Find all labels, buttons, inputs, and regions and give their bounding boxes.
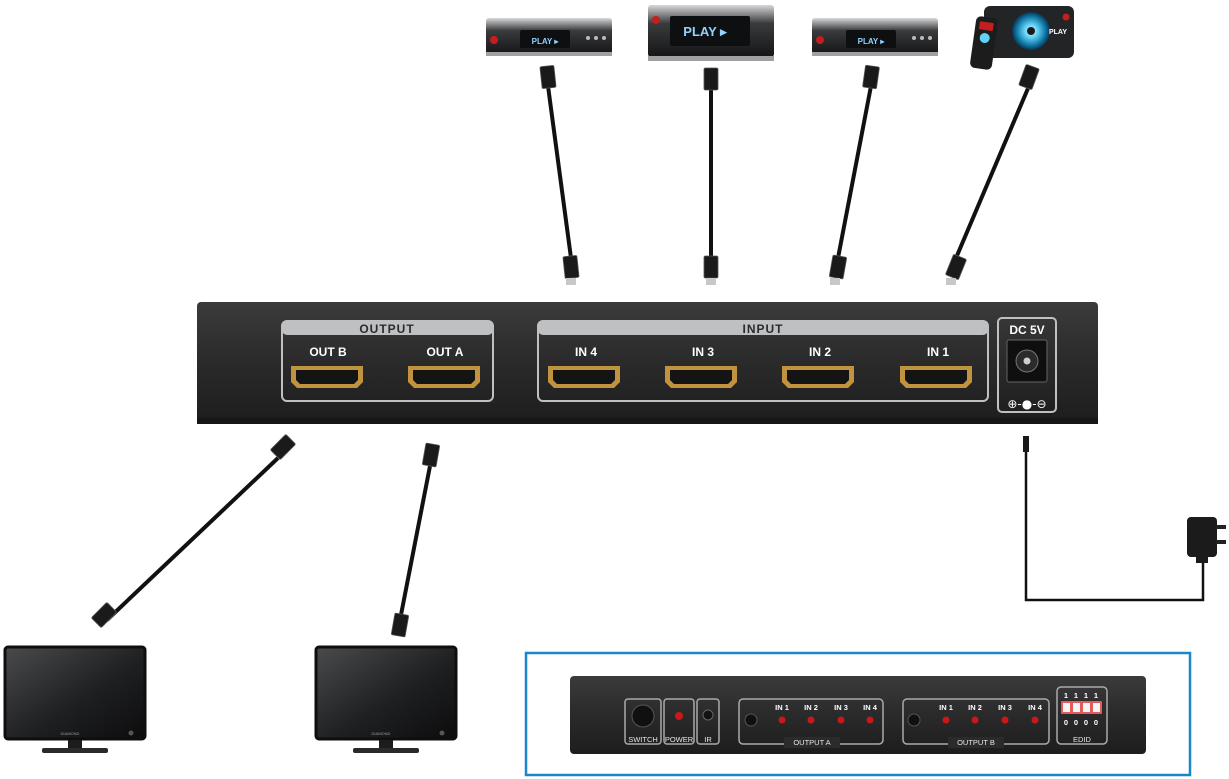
led-indicator (942, 716, 950, 724)
edid-digit: 1 (1074, 691, 1078, 700)
edid-digit: 0 (1084, 718, 1088, 727)
led-label: IN 4 (863, 703, 878, 712)
power-adapter-icon (1187, 517, 1226, 563)
output-cables (105, 456, 432, 622)
out-b-label: OUT B (309, 345, 347, 359)
monitor-brand: DIAMOND (372, 731, 391, 736)
output-a-button[interactable] (744, 713, 758, 727)
led-indicator (1031, 716, 1039, 724)
dc-label: DC 5V (1009, 323, 1044, 337)
hdmi-port-in3[interactable] (665, 366, 737, 388)
hdmi-port-out-a[interactable] (408, 366, 480, 388)
monitor-brand: DIAMOND (61, 731, 80, 736)
output-b-button[interactable] (907, 713, 921, 727)
monitor-power-icon (439, 730, 445, 736)
led-indicator (866, 716, 874, 724)
source-player-2: PLAY ▸ (648, 5, 774, 61)
led-label: IN 3 (998, 703, 1012, 712)
output-a-label: OUTPUT A (793, 738, 830, 747)
edid-dip-switch[interactable] (1061, 701, 1102, 714)
cable-in1 (954, 85, 1031, 259)
ir-group: IR (696, 698, 720, 745)
monitor-1: DIAMOND (3, 645, 147, 753)
hdmi-port-out-b[interactable] (291, 366, 363, 388)
hdmi-plugs-bottom (91, 434, 440, 638)
edid-digit: 0 (1094, 718, 1098, 727)
rear-panel: OUTPUT OUT B OUT A INPUT IN 4 IN 3 IN 2 … (197, 302, 1098, 424)
player-display-text: PLAY (1049, 29, 1067, 36)
power-indicator-group: POWER (663, 698, 695, 745)
edid-digit: 0 (1074, 718, 1078, 727)
power-icon (816, 36, 824, 44)
led-label: IN 3 (834, 703, 848, 712)
output-group-label: OUTPUT (359, 322, 414, 336)
out-a-label: OUT A (427, 345, 464, 359)
output-b-label: OUTPUT B (957, 738, 995, 747)
input-cables (546, 85, 1031, 259)
polarity-icon: ⊕-●-⊖ (1007, 397, 1046, 411)
input-group: INPUT IN 4 IN 3 IN 2 IN 1 (537, 320, 989, 402)
monitor-2: DIAMOND (314, 645, 458, 753)
in2-label: IN 2 (809, 345, 831, 359)
hdmi-plugs-top (539, 64, 1040, 280)
input-group-label: INPUT (743, 322, 784, 336)
switch-label: SWITCH (628, 735, 658, 744)
cable-in4 (546, 85, 573, 259)
edid-digit: 0 (1064, 718, 1068, 727)
dc-power-jack[interactable] (1006, 339, 1048, 383)
output-group: OUTPUT OUT B OUT A (281, 320, 494, 402)
cable-in2 (836, 85, 873, 259)
cable-out-a (398, 465, 432, 621)
led-indicator (778, 716, 786, 724)
in4-label: IN 4 (575, 345, 597, 359)
in3-label: IN 3 (692, 345, 714, 359)
edid-digit: 1 (1094, 691, 1098, 700)
hdmi-port-in4[interactable] (548, 366, 620, 388)
detail-frame (524, 651, 1192, 777)
led-label: IN 2 (968, 703, 982, 712)
player-display-text: PLAY ▸ (858, 37, 886, 46)
led-label: IN 4 (1028, 703, 1043, 712)
power-icon (1062, 13, 1070, 21)
front-panel-detail: SWITCH POWER IR IN 1 IN 2 IN 3 IN 4 OUTP… (524, 651, 1192, 777)
output-a-group: IN 1 IN 2 IN 3 IN 4 OUTPUT A (738, 698, 884, 748)
remote-control-icon (970, 16, 998, 70)
led-label: IN 1 (775, 703, 789, 712)
hdmi-port-in2[interactable] (782, 366, 854, 388)
led-indicator (837, 716, 845, 724)
led-indicator (807, 716, 815, 724)
ir-sensor-icon (702, 709, 714, 721)
dc-power-group: DC 5V ⊕-●-⊖ (997, 317, 1057, 413)
cable-out-b (105, 456, 280, 622)
power-label: POWER (665, 735, 694, 744)
power-led (675, 712, 683, 720)
power-icon (652, 16, 660, 24)
power-cable (1023, 436, 1205, 602)
ir-label: IR (704, 735, 712, 744)
edid-label: EDID (1073, 735, 1092, 744)
switch-group: SWITCH (624, 698, 662, 745)
led-label: IN 1 (939, 703, 953, 712)
edid-digit: 1 (1064, 691, 1068, 700)
power-icon (490, 36, 498, 44)
edid-group: 1 1 1 1 0 0 0 0 EDID (1056, 686, 1108, 745)
source-player-3: PLAY ▸ (812, 18, 938, 56)
monitor-power-icon (128, 730, 134, 736)
led-label: IN 2 (804, 703, 818, 712)
led-indicator (971, 716, 979, 724)
in1-label: IN 1 (927, 345, 949, 359)
source-player-1: PLAY ▸ (486, 18, 612, 56)
player-display-text: PLAY ▸ (683, 24, 728, 39)
edid-digit: 1 (1084, 691, 1088, 700)
output-b-group: IN 1 IN 2 IN 3 IN 4 OUTPUT B (902, 698, 1050, 748)
led-indicator (1001, 716, 1009, 724)
source-media-player-4: PLAY (970, 6, 1074, 70)
hdmi-port-in1[interactable] (900, 366, 972, 388)
switch-button[interactable] (631, 704, 655, 728)
player-display-text: PLAY ▸ (532, 37, 560, 46)
